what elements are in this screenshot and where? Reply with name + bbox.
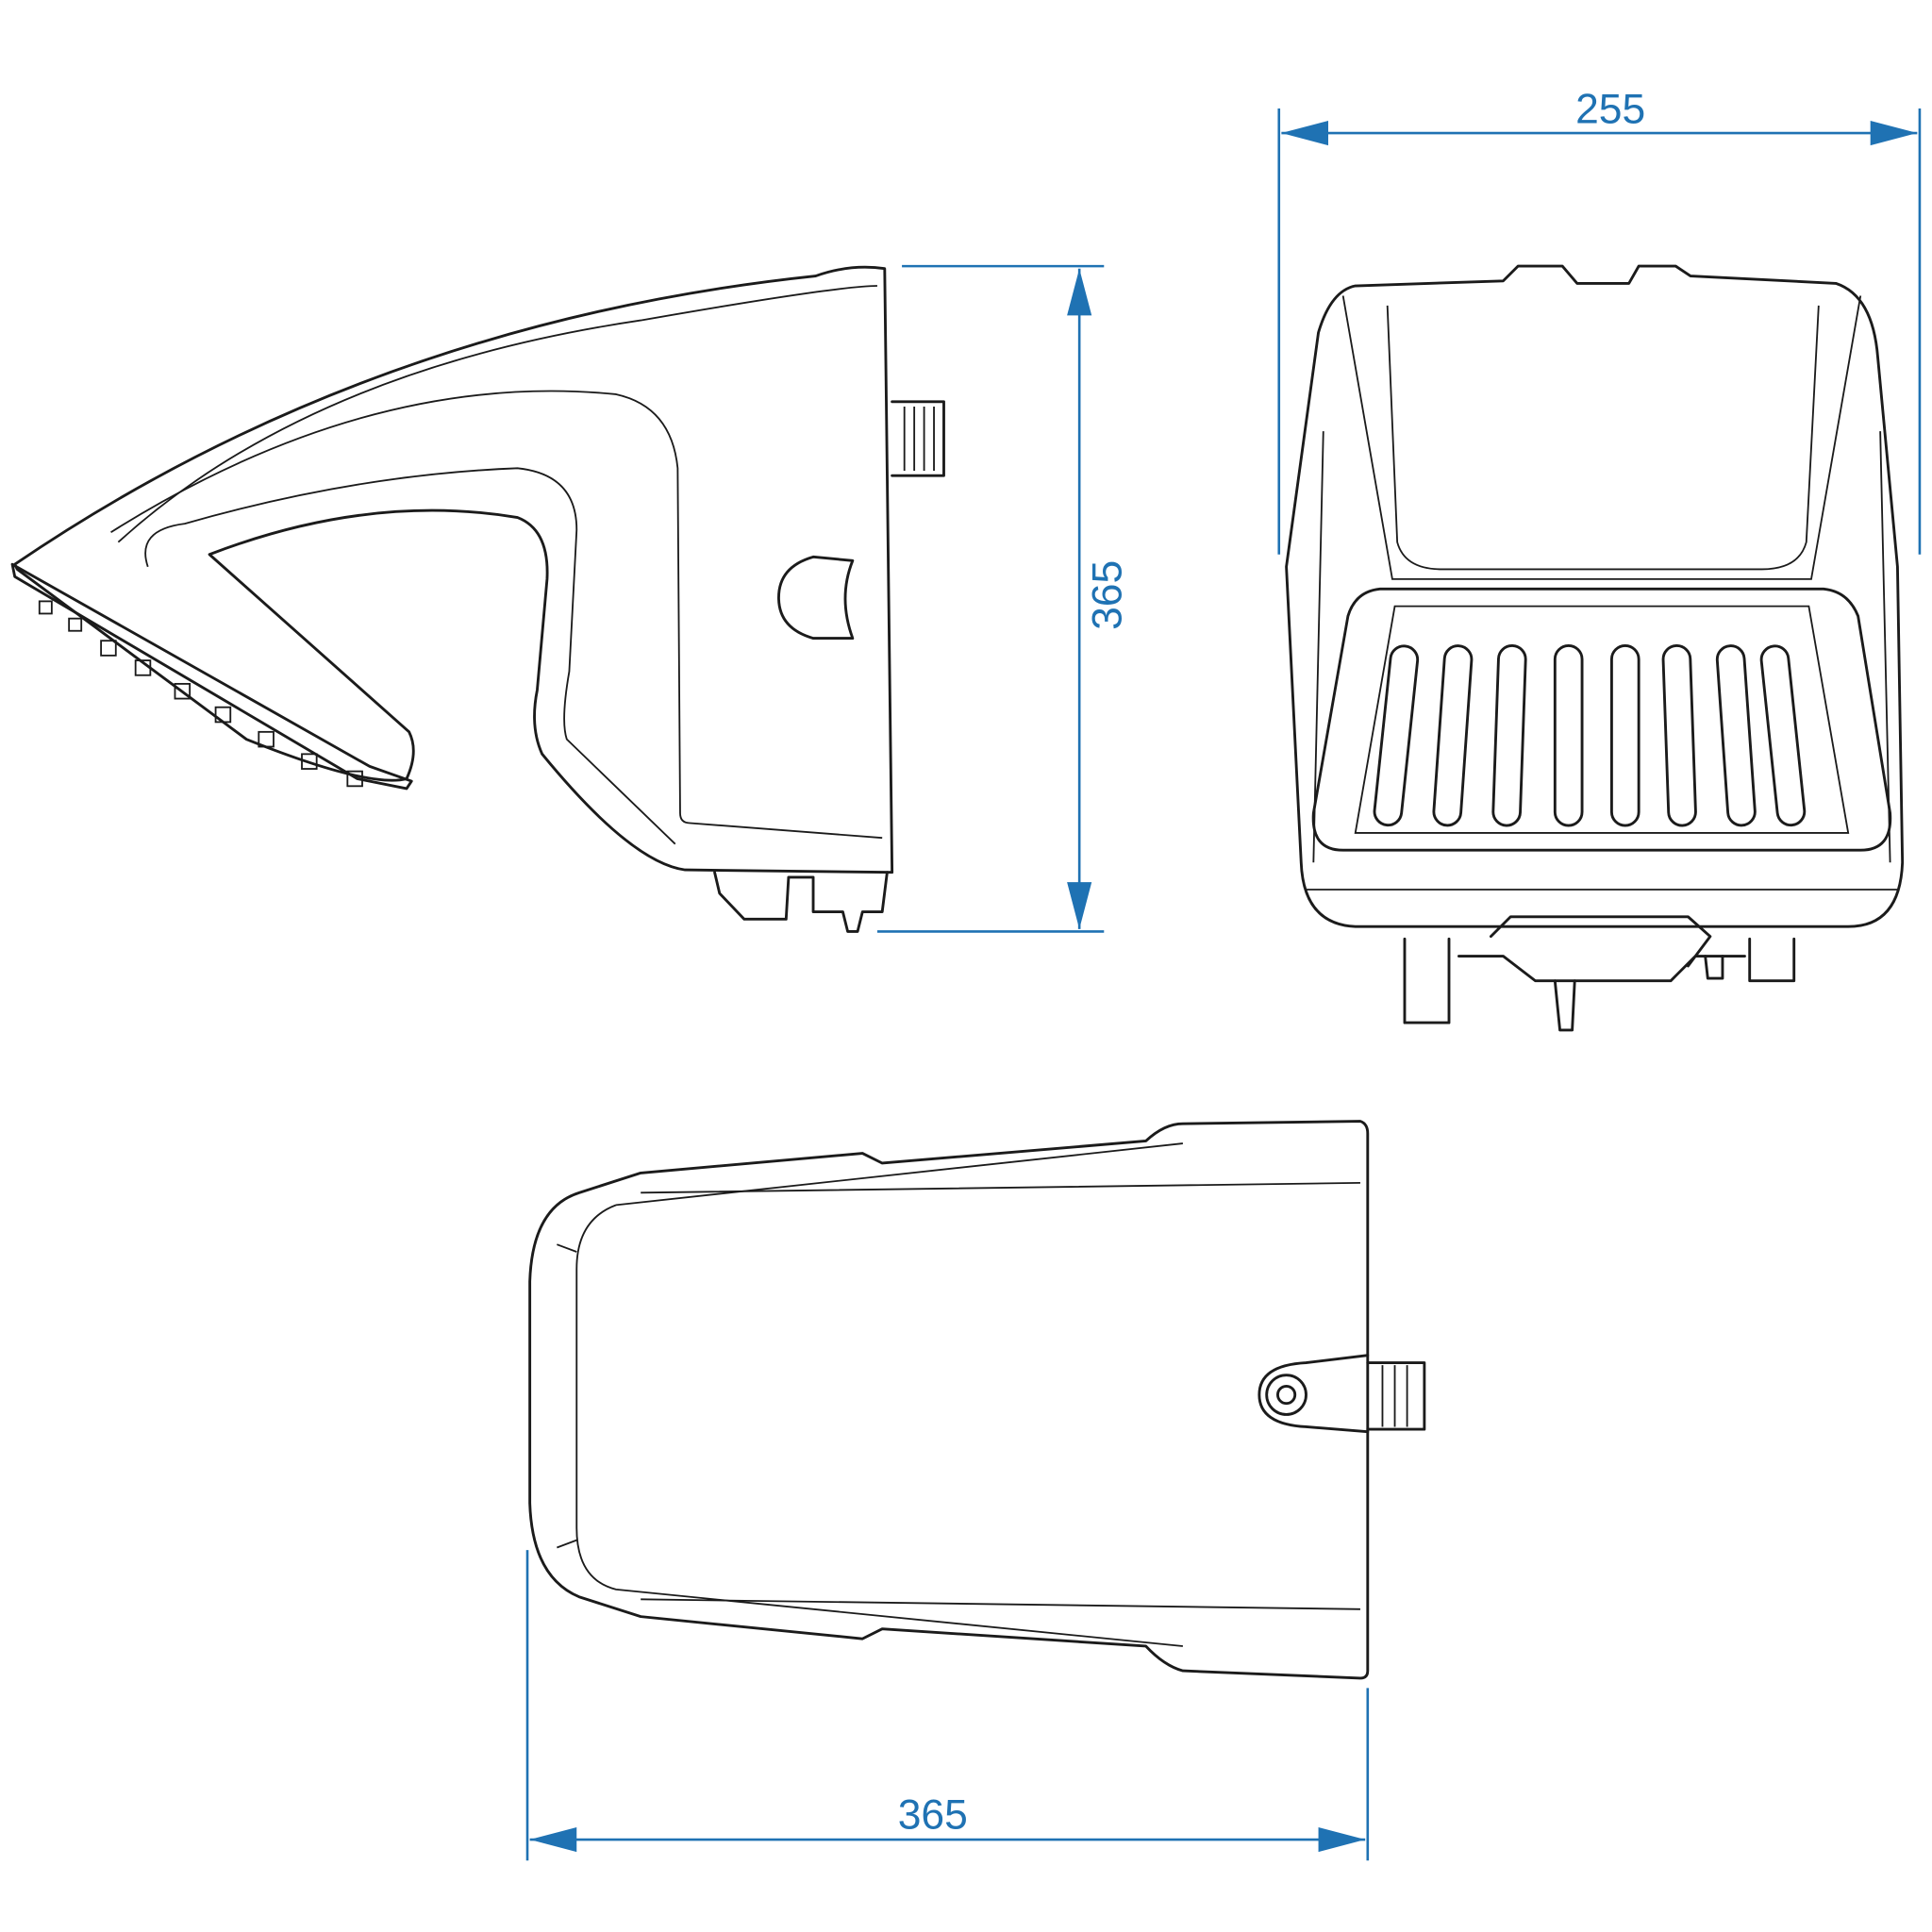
arrow-down-icon xyxy=(1067,882,1092,929)
arrow-up-icon xyxy=(1067,268,1092,316)
side-view xyxy=(10,265,945,933)
front-slots xyxy=(1373,643,1807,827)
front-view xyxy=(1285,264,1905,1032)
front-bottom-mount xyxy=(1457,915,1746,983)
bottom-body-outline xyxy=(528,1120,1370,1680)
side-body-inner xyxy=(110,390,883,840)
front-body-outline xyxy=(1285,264,1905,928)
front-grid-tray xyxy=(1311,587,1892,852)
arrow-right-icon xyxy=(1870,121,1918,146)
side-thread-connector xyxy=(891,400,945,477)
dimension-bottom-length: 365 xyxy=(525,1550,1370,1861)
dimension-label-width: 255 xyxy=(1575,87,1645,133)
side-nozzles xyxy=(38,600,363,788)
side-body-outline xyxy=(13,265,894,874)
dimension-side-height: 365 xyxy=(876,264,1131,933)
bottom-mount-bracket xyxy=(1257,1354,1370,1434)
dimension-front-width: 255 xyxy=(1277,87,1922,555)
arrow-left-icon xyxy=(529,1826,577,1853)
dimension-label-height: 365 xyxy=(1085,560,1131,630)
side-nozzle-plate xyxy=(10,562,413,791)
arrow-left-icon xyxy=(1281,121,1328,146)
bottom-mount-hole xyxy=(1265,1374,1307,1416)
side-clip xyxy=(777,555,855,641)
arrow-right-icon xyxy=(1318,1826,1366,1853)
bottom-thread-connector xyxy=(1366,1361,1426,1431)
dimension-label-length: 365 xyxy=(898,1791,968,1838)
bottom-view xyxy=(528,1120,1426,1680)
side-bottom-mount xyxy=(713,871,889,933)
